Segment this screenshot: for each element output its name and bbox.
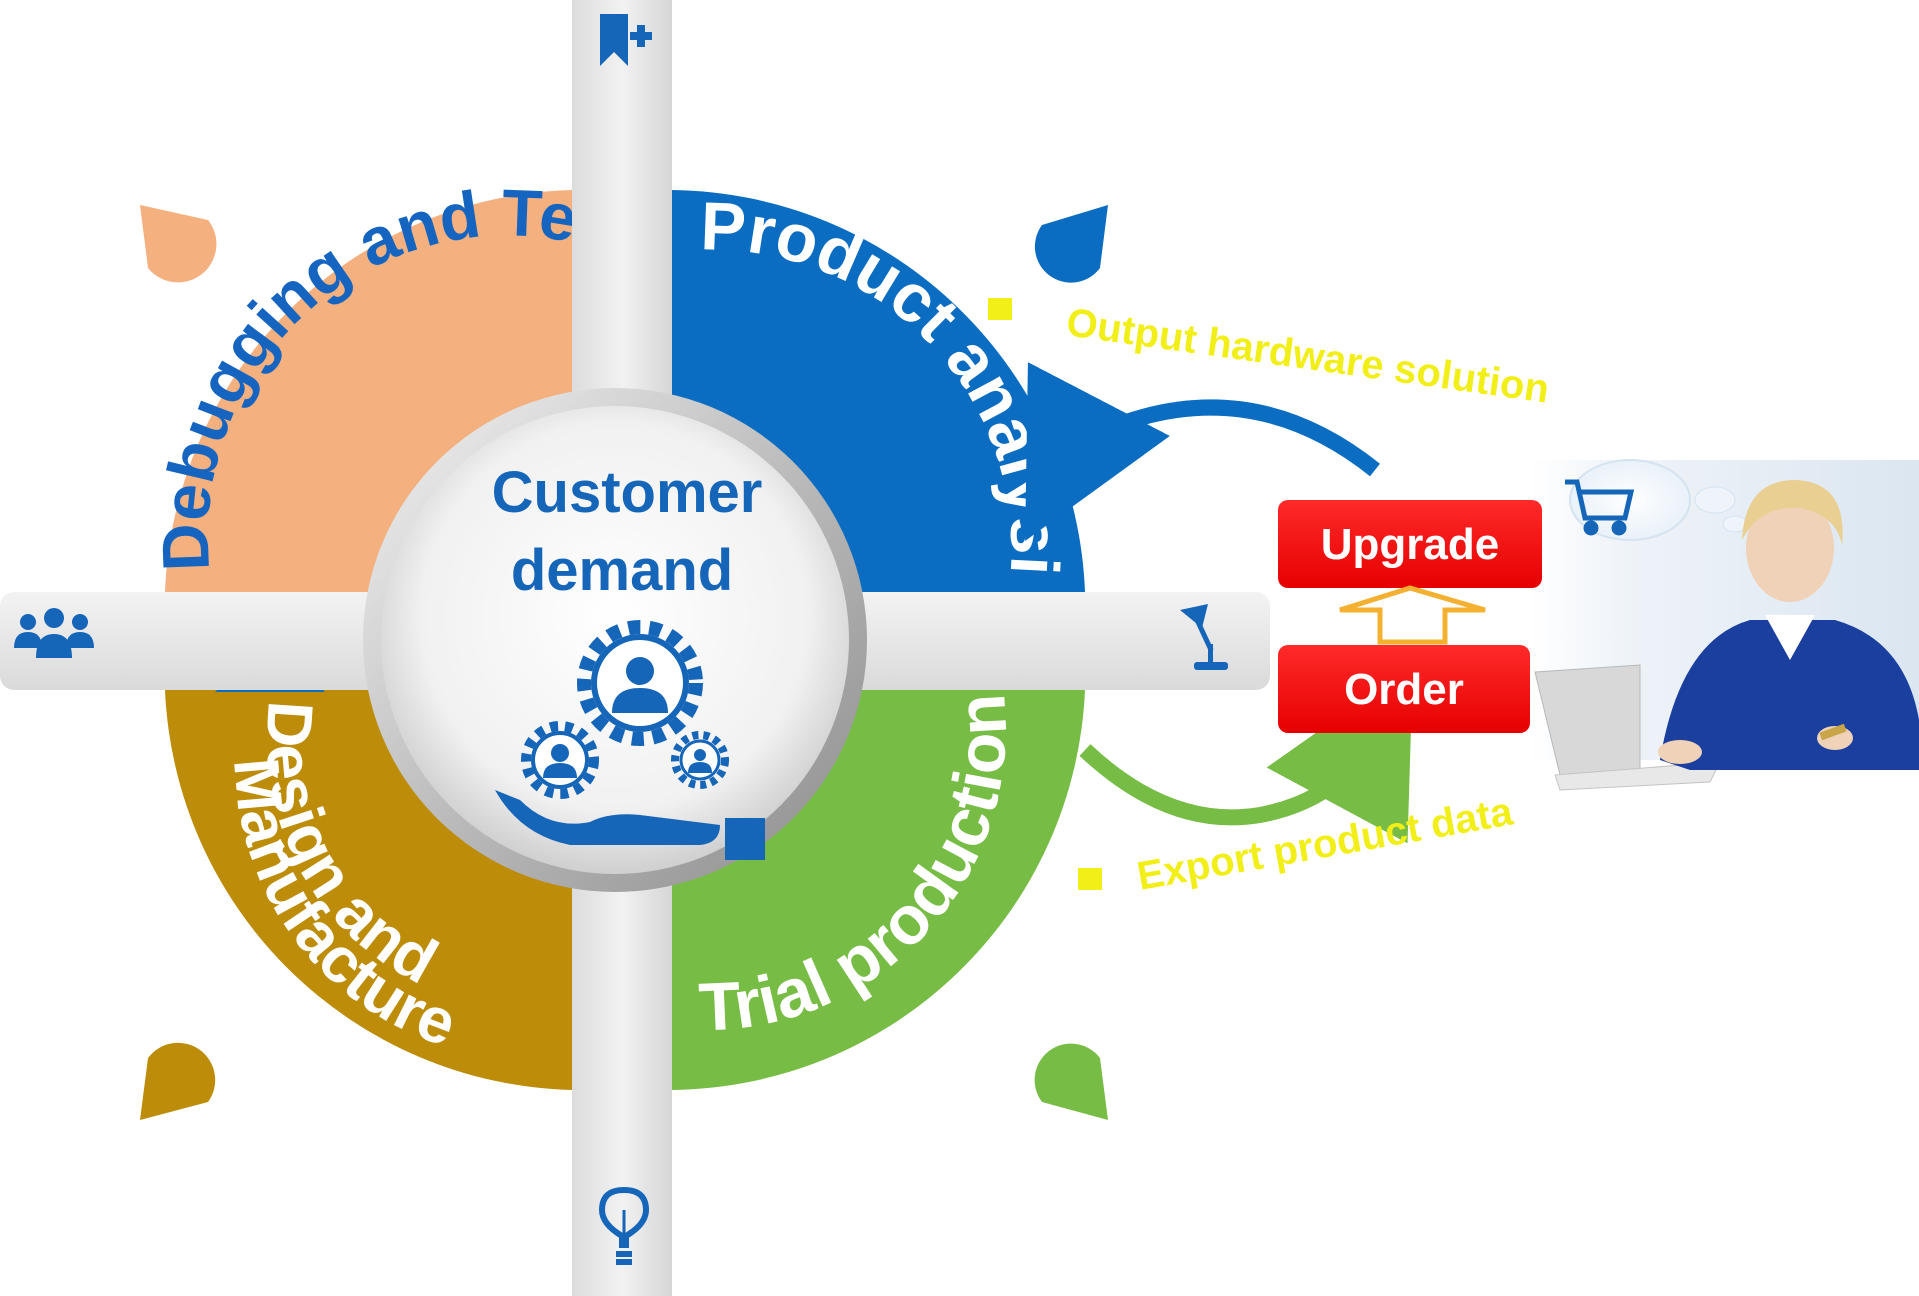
lightbulb-icon [598, 1186, 650, 1265]
droplet-top-left [140, 205, 217, 283]
upgrade-label: Upgrade [1321, 520, 1499, 569]
arrow-to-order [1079, 664, 1413, 844]
droplet-bottom-left [140, 1042, 216, 1120]
note-bullet-bottom [1078, 868, 1102, 890]
arrow-to-product-analysis [1025, 362, 1380, 541]
center-title-line1: Customer [492, 460, 763, 525]
gears-people-hand-icon [495, 620, 765, 860]
shopping-cart-icon [1565, 479, 1635, 536]
order-button[interactable]: Order [1278, 645, 1530, 733]
droplet-top-right [1034, 205, 1108, 283]
upgrade-button[interactable]: Upgrade [1278, 500, 1542, 588]
bookmark-plus-icon [600, 14, 652, 66]
customer-photo [1530, 459, 1919, 791]
upgrade-arrow [1339, 585, 1486, 645]
center-title-line2: demand [511, 538, 733, 603]
note-bullet-top [988, 298, 1012, 320]
center-hub: Customer demand [363, 388, 867, 892]
droplet-bottom-right [1034, 1043, 1108, 1120]
note-output-hardware: Output hardware solution [1064, 300, 1552, 411]
team-icon [14, 608, 94, 658]
desk-lamp-icon [1180, 604, 1228, 670]
order-label: Order [1344, 665, 1464, 714]
